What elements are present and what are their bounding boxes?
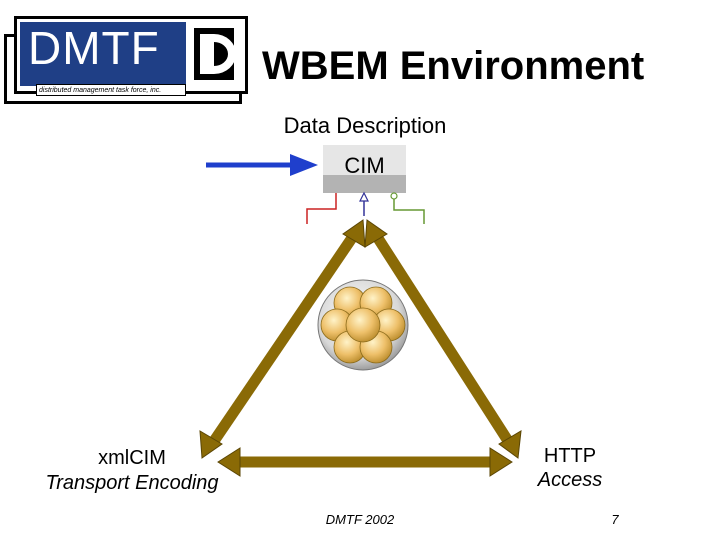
cim-box-shade xyxy=(323,175,406,193)
dmtf-emblem-icon xyxy=(192,22,240,86)
left-edge-arrow xyxy=(199,219,366,459)
page-title: WBEM Environment xyxy=(262,44,645,88)
footer-copyright: DMTF 2002 xyxy=(325,512,395,527)
cim-box: CIM xyxy=(323,145,406,193)
data-description-label: Data Description xyxy=(283,113,447,138)
logo-tagline: distributed management task force, inc. xyxy=(36,84,186,96)
xmlcim-label: xmlCIM Transport Encoding xyxy=(20,446,244,496)
wbem-orb-icon xyxy=(317,279,409,371)
http-subtitle: Access xyxy=(537,469,603,491)
xmlcim-title: xmlCIM xyxy=(98,447,166,469)
bottom-edge-arrow xyxy=(217,447,513,477)
footer-page-number: 7 xyxy=(611,512,619,527)
cim-connectors xyxy=(306,191,425,224)
data-description-arrow xyxy=(206,154,318,176)
cim-label: CIM xyxy=(344,153,385,178)
http-label: HTTP Access xyxy=(510,444,630,492)
xmlcim-subtitle: Transport Encoding xyxy=(45,472,219,494)
logo-background xyxy=(20,22,186,86)
triangle-arrows xyxy=(199,219,522,477)
http-title: HTTP xyxy=(543,445,597,467)
right-edge-arrow xyxy=(364,219,522,459)
logo-wordmark: DMTF xyxy=(28,22,160,74)
